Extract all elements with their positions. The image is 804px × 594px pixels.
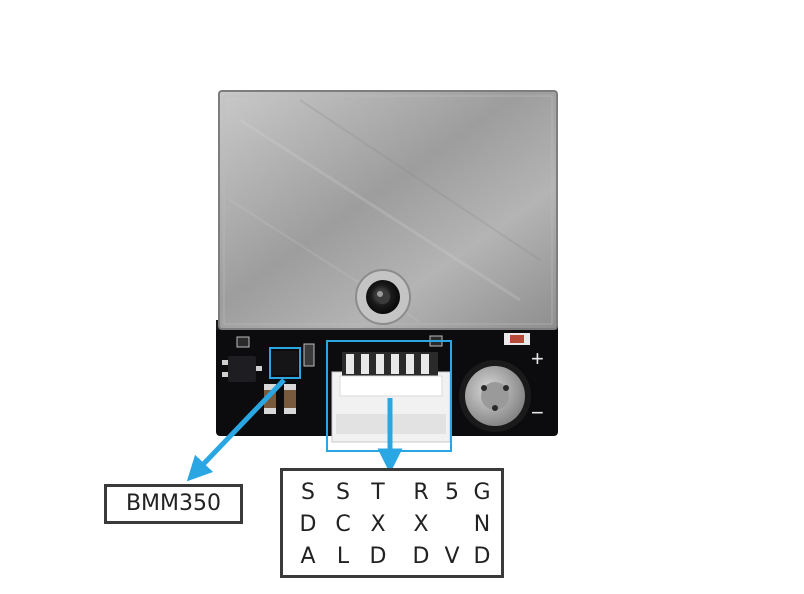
pin-letter bbox=[437, 509, 467, 541]
chip-callout-arrow bbox=[186, 378, 286, 482]
pin-5v: 5 V bbox=[437, 477, 467, 573]
pin-letter: 5 bbox=[445, 480, 459, 505]
pin-letter: N bbox=[473, 512, 491, 537]
pin-letter: S bbox=[336, 480, 350, 505]
pin-letter: A bbox=[300, 544, 316, 569]
pin-txd: T X D bbox=[363, 477, 393, 573]
pin-letter: X bbox=[370, 512, 386, 537]
pin-letter: V bbox=[444, 544, 460, 569]
metal-shield bbox=[218, 90, 558, 330]
pin-rxd: R X D bbox=[406, 477, 436, 573]
pin-letter: T bbox=[371, 480, 385, 505]
minus-mark: − bbox=[531, 400, 544, 425]
pin-gnd: G N D bbox=[467, 477, 497, 573]
bmm350-chip bbox=[272, 351, 298, 375]
buzzer bbox=[459, 360, 531, 432]
pin-letter: L bbox=[336, 544, 350, 569]
pin-letter: R bbox=[413, 480, 429, 505]
pin-letter: S bbox=[301, 480, 315, 505]
chip-label: BMM350 bbox=[104, 484, 243, 524]
pin-letter: G bbox=[473, 480, 491, 505]
pin-letter: D bbox=[299, 512, 317, 537]
pin-letter: D bbox=[369, 544, 387, 569]
pin-letter: C bbox=[335, 512, 351, 537]
pin-letter: X bbox=[413, 512, 429, 537]
pin-scl: S C L bbox=[328, 477, 358, 573]
pin-letter: D bbox=[473, 544, 491, 569]
pinout-label-box: S D A S C L T X D R X D 5 V G N D bbox=[280, 468, 504, 578]
plus-mark: + bbox=[531, 346, 544, 371]
pin-sda: S D A bbox=[293, 477, 323, 573]
mount-screw bbox=[355, 269, 411, 325]
pin-letter: D bbox=[412, 544, 430, 569]
chip-highlight-box bbox=[269, 347, 301, 379]
